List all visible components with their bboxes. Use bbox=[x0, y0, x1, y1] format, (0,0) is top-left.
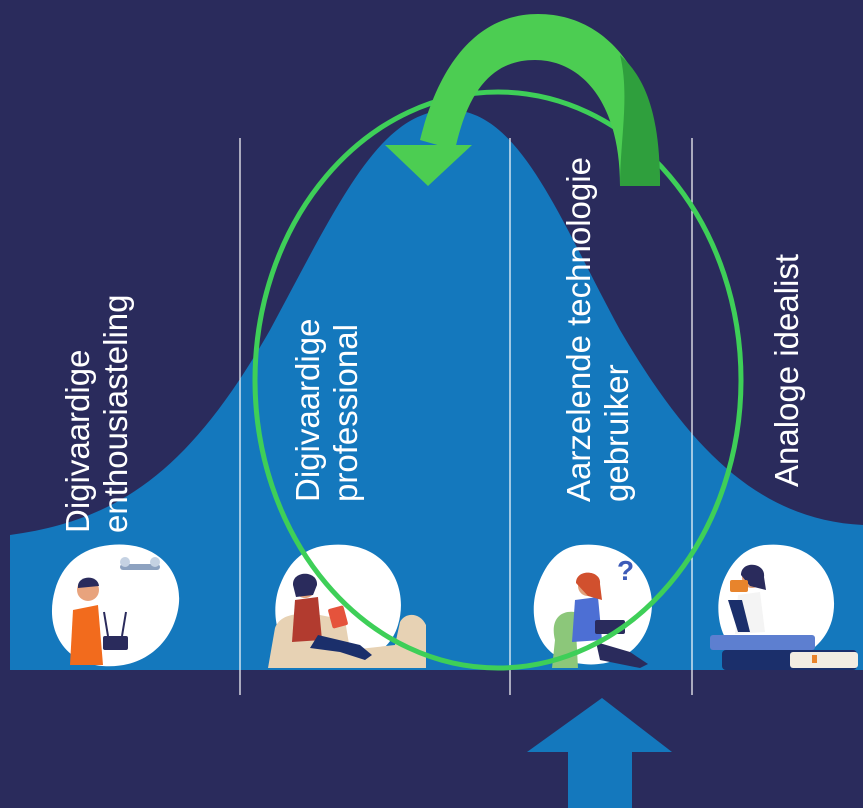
segment-label-line: professional bbox=[327, 324, 364, 502]
segment-label-analog: Analoge idealist bbox=[768, 254, 806, 487]
segment-label-line: Digivaardige bbox=[289, 318, 326, 502]
blue-up-arrow bbox=[527, 698, 672, 808]
person-flying-drone-icon bbox=[51, 544, 180, 667]
segment-label-line: Analoge idealist bbox=[768, 254, 805, 487]
segment-label-professional: Digivaardige professional bbox=[289, 312, 365, 502]
segment-label-line: Digivaardige bbox=[59, 349, 96, 533]
person-on-sofa-with-tablet-icon bbox=[268, 544, 426, 668]
segment-label-line: enthousiasteling bbox=[97, 294, 134, 533]
segment-label-hesitant: Aarzelende technologie gebruiker bbox=[560, 157, 636, 502]
svg-text:?: ? bbox=[617, 555, 634, 586]
curved-green-arrow bbox=[385, 14, 660, 186]
segment-label-line: gebruiker bbox=[598, 364, 635, 502]
bell-curve bbox=[10, 110, 863, 670]
segment-label-line: Aarzelende technologie bbox=[560, 157, 597, 502]
segment-label-enthusiast: Digivaardige enthousiasteling bbox=[59, 243, 135, 533]
person-reading-on-books-icon bbox=[710, 544, 858, 670]
highlight-ellipse bbox=[252, 89, 744, 671]
